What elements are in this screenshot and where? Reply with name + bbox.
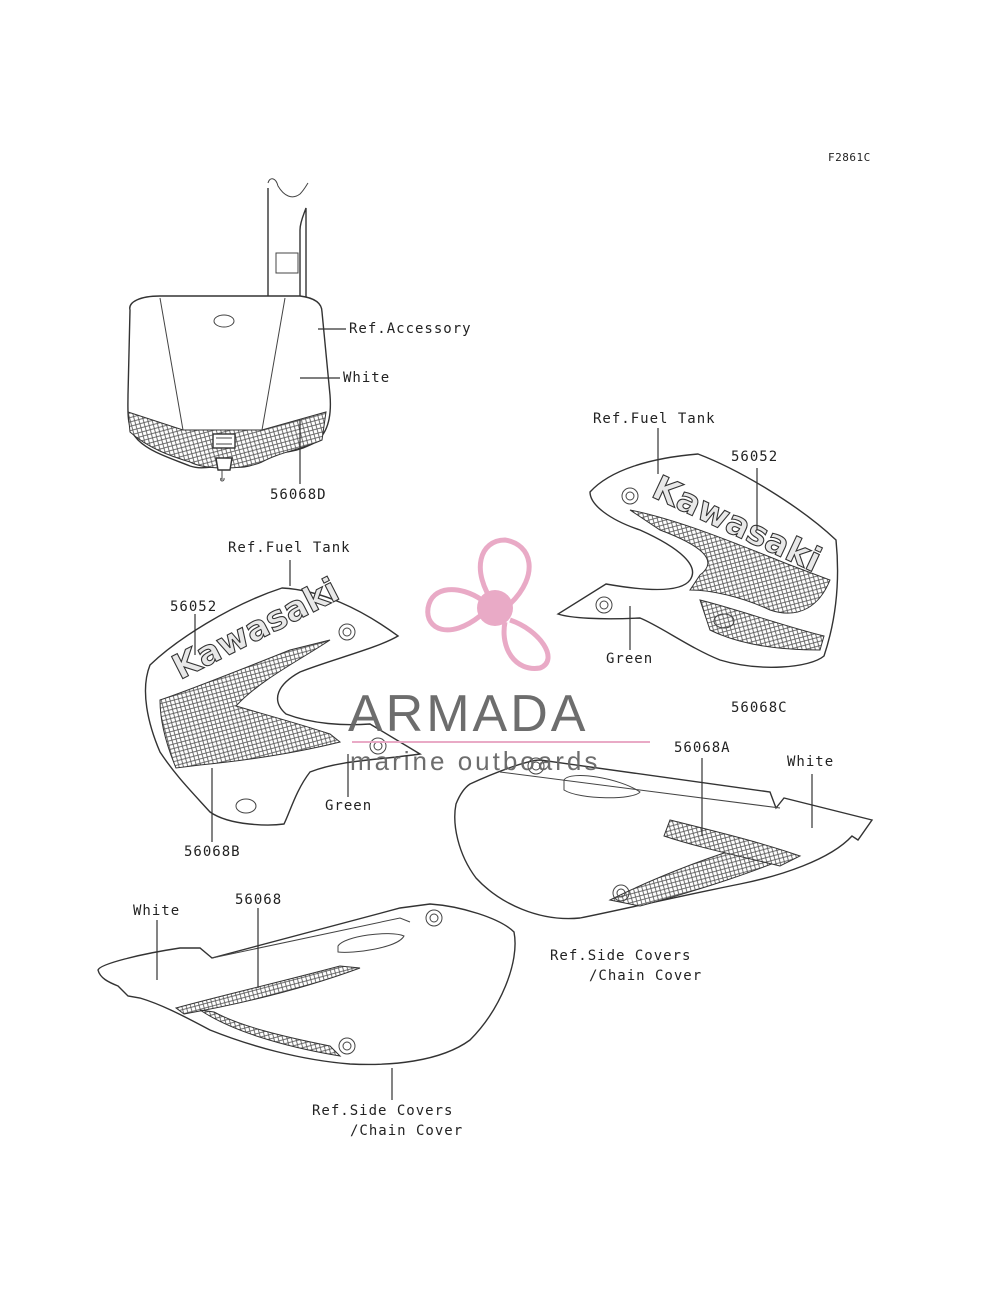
label-56068: 56068: [235, 892, 282, 908]
left-side-cover: [97, 903, 516, 1066]
right-shroud: Kawasaki: [556, 453, 839, 668]
kawasaki-emblem-icon: [212, 433, 236, 449]
watermark-name: ARMADA: [348, 685, 588, 743]
label-green-right: Green: [606, 651, 653, 667]
label-ref-side-covers-right-1: Ref.Side Covers: [550, 948, 691, 964]
label-56052-left: 56052: [170, 599, 217, 615]
label-56052-right: 56052: [731, 449, 778, 465]
propeller-logo-icon: [425, 537, 551, 671]
label-56068B: 56068B: [184, 844, 241, 860]
label-white-left-cover: White: [133, 903, 180, 919]
label-white-plate: White: [343, 370, 390, 386]
label-green-left: Green: [325, 798, 372, 814]
armada-watermark: ARMADA marine outboards: [348, 537, 650, 776]
right-side-cover: [454, 757, 874, 920]
label-ref-side-covers-left-2: /Chain Cover: [350, 1123, 463, 1139]
label-ref-fuel-tank-left: Ref.Fuel Tank: [228, 540, 351, 556]
label-ref-side-covers-right-2: /Chain Cover: [589, 968, 702, 984]
label-ref-side-covers-left-1: Ref.Side Covers: [312, 1103, 453, 1119]
watermark-tagline: marine outboards: [350, 746, 600, 776]
number-plate: [127, 178, 332, 482]
label-56068D: 56068D: [270, 487, 327, 503]
label-ref-fuel-tank-right: Ref.Fuel Tank: [593, 411, 716, 427]
label-56068A: 56068A: [674, 740, 731, 756]
figure-code: F2861C: [828, 151, 871, 164]
label-white-right-cover: White: [787, 754, 834, 770]
label-ref-accessory: Ref.Accessory: [349, 321, 472, 337]
label-56068C: 56068C: [731, 700, 788, 716]
